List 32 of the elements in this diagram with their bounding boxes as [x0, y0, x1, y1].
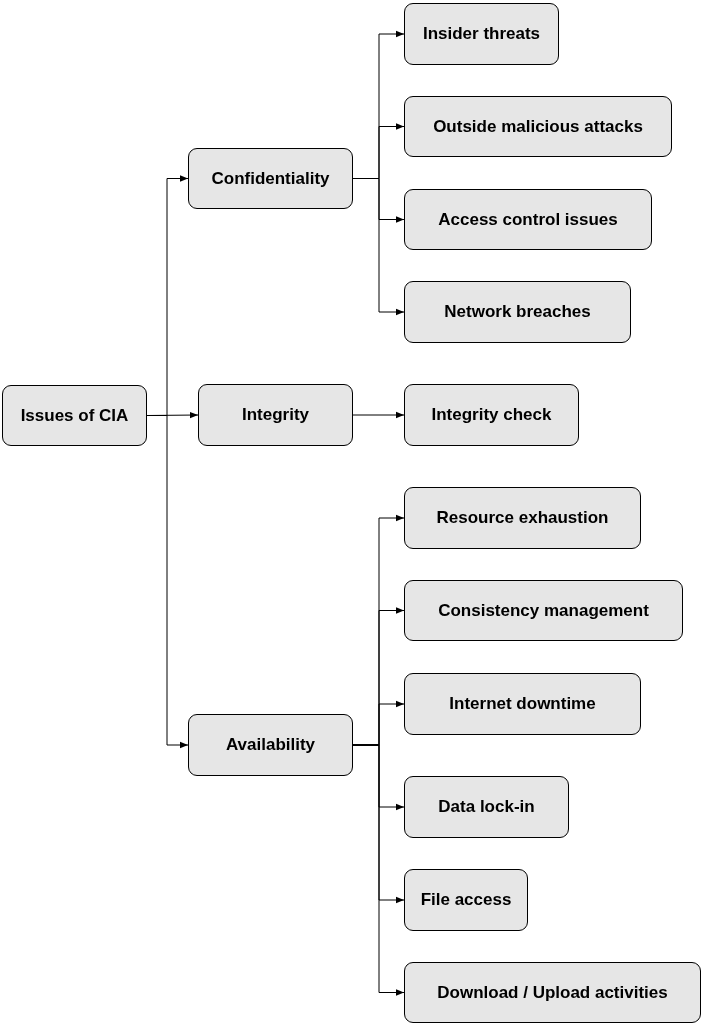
box-label: Resource exhaustion	[436, 508, 609, 528]
process-box	[404, 776, 569, 838]
process-box	[404, 962, 701, 1023]
process-box	[198, 384, 353, 446]
box-label: Integrity check	[431, 405, 552, 425]
box-label: Consistency management	[438, 600, 649, 621]
box-label: Outside malicious attacks	[433, 116, 643, 137]
box-label: Availability	[225, 735, 316, 755]
box-label: Confidentiality	[211, 168, 330, 189]
box-label: Access control issues	[438, 209, 618, 230]
process-box	[404, 869, 528, 931]
box-label: File access	[420, 890, 512, 910]
box-label: Network breaches	[444, 302, 591, 322]
box-label: Download / Upload activities	[437, 982, 668, 1003]
box-label: Integrity	[241, 405, 310, 425]
box-label: Internet downtime	[449, 694, 596, 714]
box-label: Insider threats	[422, 24, 541, 44]
process-box	[188, 148, 353, 209]
process-box	[404, 673, 641, 735]
process-box	[188, 714, 353, 776]
arrow	[352, 744, 405, 996]
process-box	[404, 580, 683, 641]
process-box	[404, 189, 652, 250]
arrow	[352, 411, 405, 419]
process-box	[404, 3, 559, 65]
box-label: Issues of CIA	[20, 405, 129, 426]
process-box	[404, 281, 631, 343]
process-box	[404, 96, 672, 157]
process-box	[2, 385, 147, 446]
box-label: Data lock-in	[438, 797, 535, 817]
process-box	[404, 487, 641, 549]
process-box	[404, 384, 579, 446]
